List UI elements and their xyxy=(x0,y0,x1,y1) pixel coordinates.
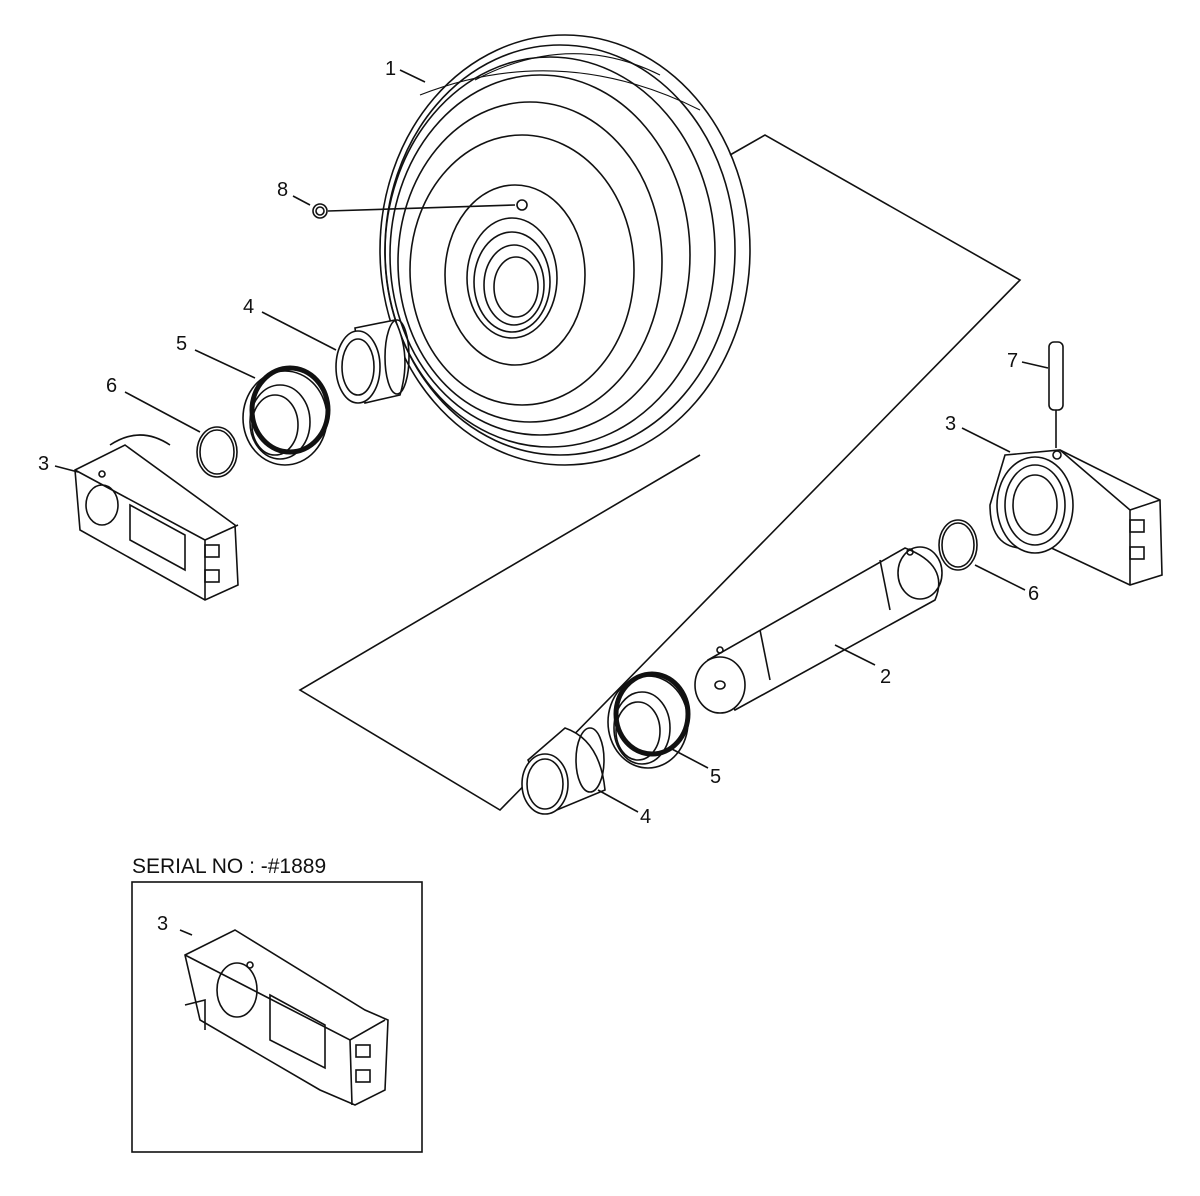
callout-5-lower: 5 xyxy=(710,766,721,788)
callout-4-upper: 4 xyxy=(243,296,254,318)
assembly-outline xyxy=(298,134,1022,812)
bracket-right xyxy=(989,449,1163,586)
callout-5-upper: 5 xyxy=(176,333,187,355)
bracket-left xyxy=(74,434,239,601)
callout-4-lower: 4 xyxy=(640,806,651,828)
callout-3-right: 3 xyxy=(945,413,956,435)
seal-upper xyxy=(242,365,331,466)
inset-panel: SERIAL NO : -#1889 xyxy=(131,855,423,1153)
pin xyxy=(1048,341,1064,448)
bracket-inset xyxy=(184,929,389,1106)
bushing-lower xyxy=(521,727,606,815)
o-ring-right xyxy=(938,519,978,571)
callout-7: 7 xyxy=(1007,350,1018,372)
callout-3-inset: 3 xyxy=(157,913,168,935)
idler-wheel xyxy=(379,34,751,466)
plug-part-8 xyxy=(312,203,516,219)
callout-numbers: 1 8 4 5 6 3 7 3 6 2 5 4 3 xyxy=(38,58,1039,935)
callout-6-right: 6 xyxy=(1028,583,1039,605)
callout-6-left: 6 xyxy=(106,375,117,397)
callout-1: 1 xyxy=(385,58,396,80)
callout-2: 2 xyxy=(880,666,891,688)
bushing-upper xyxy=(335,319,410,404)
seal-lower xyxy=(607,671,691,769)
inset-title: SERIAL NO : -#1889 xyxy=(132,855,326,878)
o-ring-left xyxy=(196,426,238,478)
callout-3-left: 3 xyxy=(38,453,49,475)
callout-8: 8 xyxy=(277,179,288,201)
shaft xyxy=(694,546,943,714)
leader-lines xyxy=(54,69,1049,936)
